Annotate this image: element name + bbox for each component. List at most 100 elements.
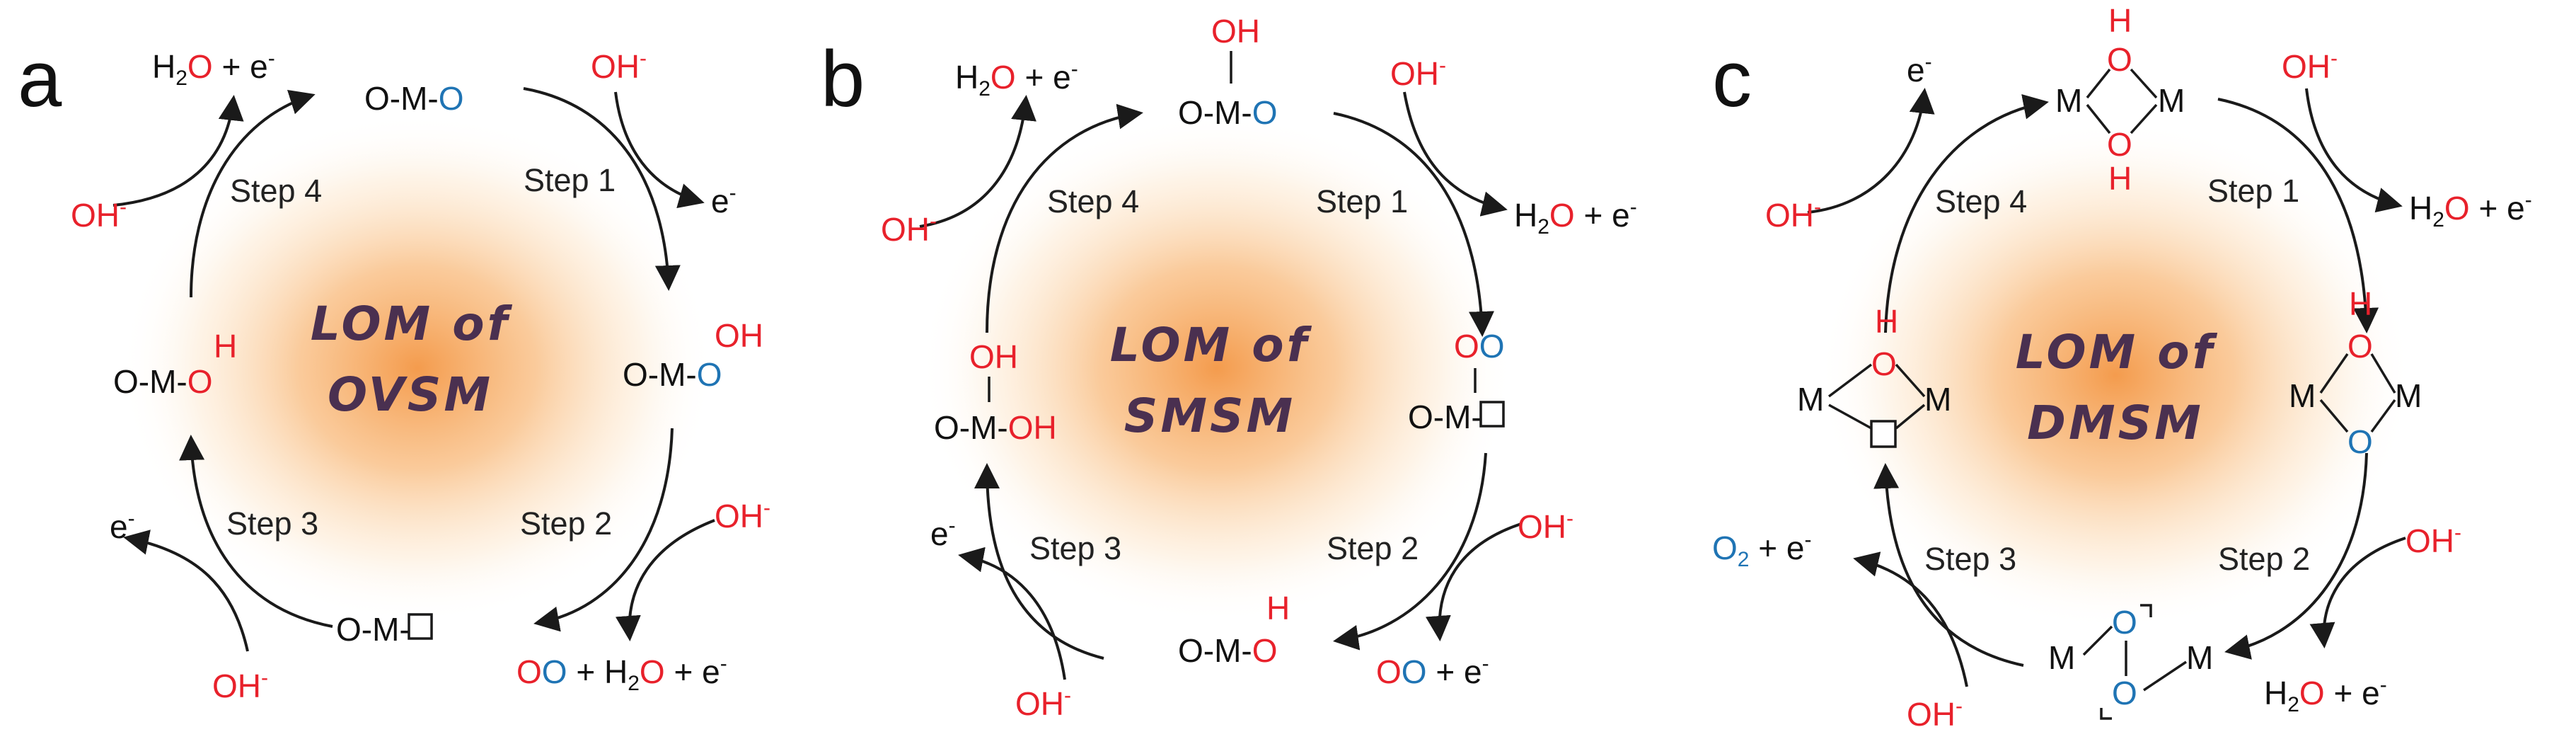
panel-b-step4: Step 4 <box>1047 183 1139 219</box>
branch-s4 <box>1807 88 1935 214</box>
panel-a-step2: Step 2 <box>520 505 612 542</box>
arc-step3 <box>179 435 333 628</box>
panel-c-s2-out: H2O + e- <box>2264 673 2387 716</box>
svg-text:H: H <box>2108 2 2132 39</box>
svg-text:M: M <box>1797 381 1824 418</box>
svg-text:O: O <box>2112 604 2137 641</box>
panel-c-step4: Step 4 <box>1935 183 2027 219</box>
branch-s4 <box>112 95 244 207</box>
svg-text:H: H <box>2349 285 2372 322</box>
vacancy-box-bottom <box>408 613 433 640</box>
panel-b-label: b <box>821 35 865 123</box>
panel-c-s4-out: e- <box>1907 50 1932 88</box>
panel-a: a LOM of OVSM Step 1 Step 2 Step 3 Step … <box>18 35 770 704</box>
panel-b-s4-out: H2O + e- <box>955 57 1078 101</box>
panel-c-glow <box>1818 120 2413 630</box>
panel-c-s4-in: OH- <box>1765 195 1821 234</box>
panel-c-s3-out: O2 + e- <box>1712 528 1811 571</box>
panel-a-step1: Step 1 <box>524 162 616 198</box>
panel-c-s1-out: H2O + e- <box>2409 188 2532 231</box>
panel-a-species-top: O-M-O <box>364 80 464 117</box>
svg-text:M: M <box>2289 377 2316 414</box>
panel-a-species-right-h: OH <box>715 317 763 354</box>
arc-step1 <box>2217 98 2379 333</box>
panel-b-s1-in: OH- <box>1390 54 1446 92</box>
panel-a-s3-in: OH- <box>212 666 268 704</box>
panel-a-species-right: O-M-O <box>623 356 722 393</box>
panel-c-s2-in: OH- <box>2405 521 2461 559</box>
svg-text:O: O <box>2107 41 2132 78</box>
panel-b-bottom-h: H <box>1266 590 1290 626</box>
panel-b-s4-in: OH- <box>881 210 937 248</box>
panel-a-s2-out: OO + H2O + e- <box>516 652 727 695</box>
svg-text:O: O <box>2112 675 2137 711</box>
panel-a-s4-out: H2O + e- <box>152 47 275 90</box>
panel-a-step4: Step 4 <box>230 173 322 209</box>
branch-s1 <box>614 91 705 209</box>
panel-b-species-right: O-M- <box>1408 399 1482 435</box>
panel-c-species-bottom: M O O M <box>2048 604 2213 720</box>
branch-s4 <box>919 95 1036 228</box>
panel-b-top-oh: OH <box>1211 13 1260 50</box>
panel-a-s1-in: OH- <box>591 47 647 85</box>
branch-s3 <box>123 530 249 652</box>
panel-b-glow <box>920 113 1514 623</box>
panel-c-label: c <box>1712 35 1752 123</box>
vacancy-box-c <box>1870 420 1897 448</box>
arc-step2 <box>533 428 674 632</box>
panel-c-species-left: H O M M <box>1797 303 1951 448</box>
svg-text:O: O <box>2107 126 2132 163</box>
svg-text:M: M <box>2048 639 2075 676</box>
panel-c: c LOM of DMSM Step 1 Step 2 Step 3 Step … <box>1712 2 2532 733</box>
panel-a-title-2: OVSM <box>328 367 493 422</box>
branch-s1 <box>1403 91 1508 217</box>
panel-a-s2-in: OH- <box>715 496 770 534</box>
panel-b-s2-in: OH- <box>1518 507 1573 545</box>
panel-a-step3: Step 3 <box>226 505 318 542</box>
arc-step3 <box>974 463 1104 660</box>
panel-b: b LOM of SMSM Step 1 Step 2 Step 3 Step … <box>821 13 1637 722</box>
branch-s2 <box>2309 537 2406 648</box>
arc-step2 <box>1333 452 1487 651</box>
panel-a-glow <box>120 113 715 623</box>
panel-a-title-1: LOM of <box>311 297 513 351</box>
svg-text:H: H <box>2108 160 2132 197</box>
branch-s1 <box>2305 88 2403 213</box>
panel-b-s3-out: e- <box>930 514 956 552</box>
panel-b-s3-in: OH- <box>1015 684 1071 722</box>
panel-b-species-top: O-M-O <box>1178 94 1278 131</box>
panel-c-s1-in: OH- <box>2282 47 2338 85</box>
branch-s3 <box>1853 551 1968 687</box>
panel-b-step2: Step 2 <box>1327 530 1419 566</box>
panel-b-left-oh: OH <box>969 338 1018 375</box>
svg-text:O: O <box>2347 423 2373 460</box>
panel-b-title-2: SMSM <box>1124 389 1295 443</box>
panel-a-species-left: O-M-O <box>113 363 213 400</box>
arc-step4 <box>190 89 316 298</box>
panel-b-step1: Step 1 <box>1316 183 1408 219</box>
panel-c-title-1: LOM of <box>2016 325 2218 379</box>
panel-a-species-bottom: O-M- <box>336 611 410 648</box>
panel-b-title-1: LOM of <box>1110 318 1312 372</box>
arc-step1 <box>523 87 681 291</box>
arc-step3 <box>1873 463 2024 667</box>
svg-text:M: M <box>2395 377 2422 414</box>
panel-c-step2: Step 2 <box>2218 541 2310 577</box>
branch-s3 <box>958 546 1066 680</box>
panel-b-species-bottom: O-M-O <box>1178 632 1278 669</box>
arc-step4 <box>1884 94 2049 333</box>
panel-c-step3: Step 3 <box>1924 541 2016 577</box>
svg-text:M: M <box>2158 82 2185 119</box>
svg-text:M: M <box>2186 639 2213 676</box>
svg-text:O: O <box>2347 328 2373 365</box>
panel-c-s3-in: OH- <box>1907 694 1963 733</box>
branch-s2 <box>1425 522 1522 641</box>
panel-a-label: a <box>18 35 62 123</box>
arc-step1 <box>1333 112 1494 337</box>
arc-step2 <box>2224 452 2368 660</box>
svg-text:M: M <box>2055 82 2082 119</box>
panel-a-s1-out: e- <box>711 181 737 219</box>
panel-b-species-left: O-M-OH <box>934 409 1057 446</box>
panel-c-species-top: H O M M O H <box>2055 2 2185 197</box>
